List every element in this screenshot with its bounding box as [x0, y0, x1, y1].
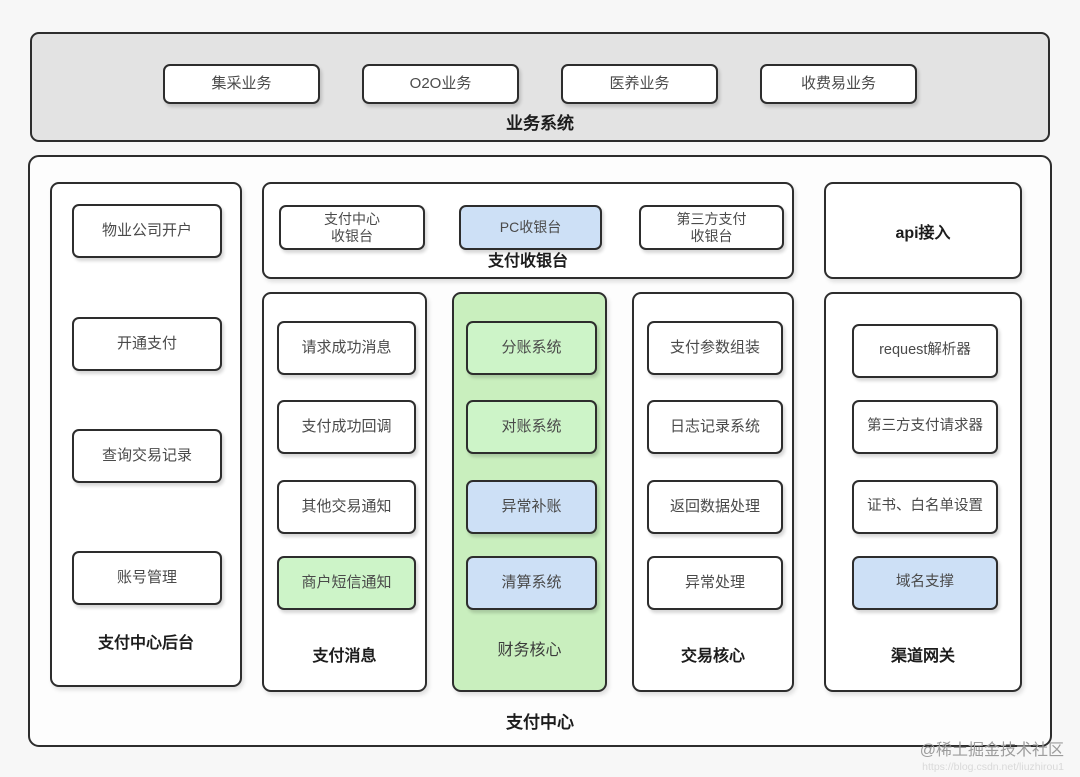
watermark-url: https://blog.csdn.net/liuzhirou1 [922, 761, 1064, 774]
payment-messages-label: 支付消息 [312, 648, 377, 665]
node-split-account-system: 分账系统 [466, 321, 597, 375]
node-payment-center-cashier: 支付中心 收银台 [279, 205, 425, 250]
node-return-data-processing: 返回数据处理 [647, 480, 783, 534]
node-jicai-business: 集采业务 [163, 64, 320, 104]
node-account-management: 账号管理 [72, 551, 222, 605]
node-property-company-open-account: 物业公司开户 [72, 204, 222, 258]
backend-panel: 物业公司开户 开通支付 查询交易记录 账号管理 支付中心后台 [50, 182, 242, 687]
node-merchant-sms-notice: 商户短信通知 [277, 556, 416, 610]
node-abnormal-补账: 异常补账 [466, 480, 597, 534]
node-payment-success-callback: 支付成功回调 [277, 400, 416, 454]
backend-panel-label: 支付中心后台 [97, 635, 194, 652]
node-shoufeiyi-business: 收费易业务 [760, 64, 917, 104]
business-system-band: 集采业务 O2O业务 医养业务 收费易业务 业务系统 [30, 32, 1050, 142]
payment-messages-panel: 请求成功消息 支付成功回调 其他交易通知 商户短信通知 支付消息 [262, 292, 427, 692]
node-request-parser: request解析器 [852, 324, 998, 378]
node-thirdparty-payment-requester: 第三方支付请求器 [852, 400, 998, 454]
payment-center-label: 支付中心 [506, 713, 574, 732]
node-domain-support: 域名支撑 [852, 556, 998, 610]
watermark-text: @稀土掘金技术社区 [919, 741, 1064, 759]
node-payment-param-assembly: 支付参数组装 [647, 321, 783, 375]
node-log-record-system: 日志记录系统 [647, 400, 783, 454]
node-enable-payment: 开通支付 [72, 317, 222, 371]
node-other-transaction-notice: 其他交易通知 [277, 480, 416, 534]
trade-core-panel: 支付参数组装 日志记录系统 返回数据处理 异常处理 交易核心 [632, 292, 794, 692]
cashier-panel-label: 支付收银台 [487, 253, 568, 270]
node-clearing-system: 清算系统 [466, 556, 597, 610]
finance-core-panel: 分账系统 对账系统 异常补账 清算系统 财务核心 [452, 292, 607, 692]
node-pc-cashier: PC收银台 [459, 205, 602, 250]
trade-core-label: 交易核心 [680, 648, 745, 665]
api-access-box: api接入 [824, 182, 1022, 279]
channel-gateway-label: 渠道网关 [890, 648, 955, 665]
node-yiyang-business: 医养业务 [561, 64, 718, 104]
node-exception-handling: 异常处理 [647, 556, 783, 610]
business-system-label: 业务系统 [506, 114, 574, 133]
watermark: @稀土掘金技术社区 https://blog.csdn.net/liuzhiro… [920, 741, 1064, 775]
node-o2o-business: O2O业务 [362, 64, 519, 104]
node-query-transactions: 查询交易记录 [72, 429, 222, 483]
cashier-panel: 支付中心 收银台 PC收银台 第三方支付 收银台 支付收银台 [262, 182, 794, 279]
payment-center-container: 物业公司开户 开通支付 查询交易记录 账号管理 支付中心后台 支付中心 收银台 … [28, 155, 1052, 747]
business-system-items: 集采业务 O2O业务 医养业务 收费易业务 [32, 64, 1048, 104]
node-reconciliation-system: 对账系统 [466, 400, 597, 454]
channel-gateway-panel: request解析器 第三方支付请求器 证书、白名单设置 域名支撑 渠道网关 [824, 292, 1022, 692]
node-cert-whitelist-settings: 证书、白名单设置 [852, 480, 998, 534]
finance-core-label: 财务核心 [497, 642, 562, 659]
node-request-success-message: 请求成功消息 [277, 321, 416, 375]
node-thirdparty-cashier: 第三方支付 收银台 [639, 205, 784, 250]
